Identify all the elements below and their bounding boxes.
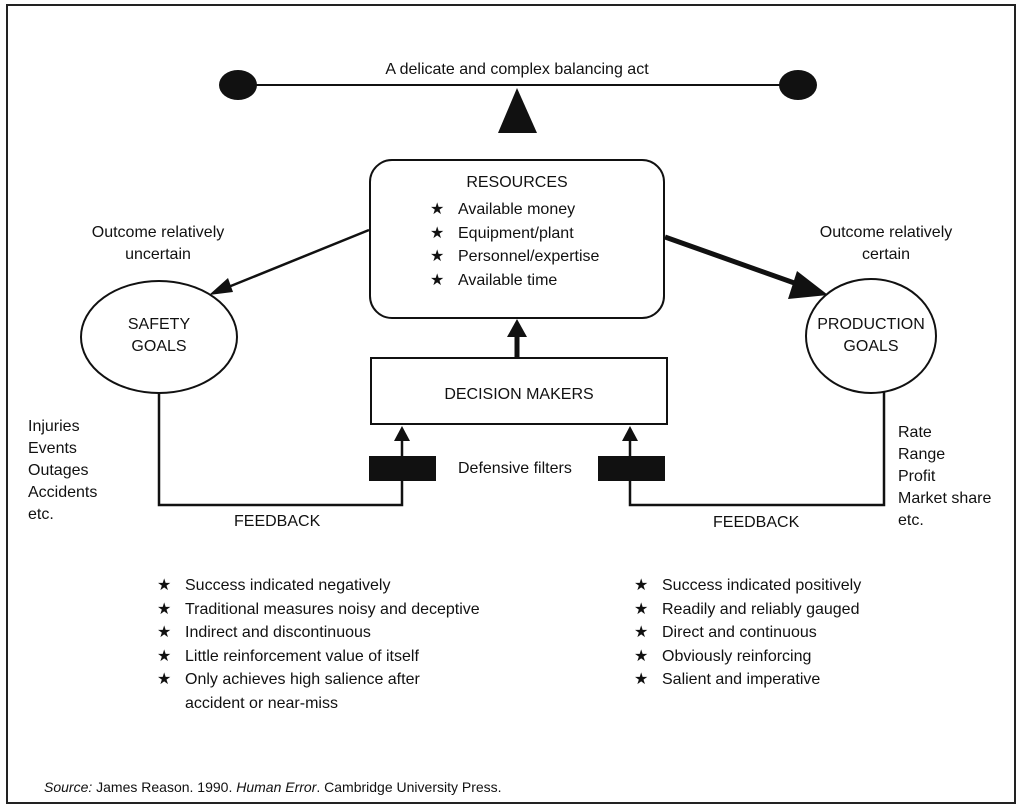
defensive-filters-label: Defensive filters [458,460,572,477]
safety-characteristic: ★Success indicated negatively [157,574,480,598]
star-icon: ★ [634,671,649,688]
production-feedback-loop [628,392,886,507]
source-citation: Source: James Reason. 1990. Human Error.… [44,777,502,797]
resources-title: RESOURCES [466,174,568,191]
arrow-decision-to-resources-head [507,319,527,337]
figure-frame [6,4,1016,804]
arrow-to-safety-head [209,278,233,295]
safety-outcome-label: Outcome relatively uncertain [91,224,225,263]
balance-weight-left [219,70,257,100]
star-icon: ★ [430,248,445,265]
safety-goals-label: SAFETY GOALS [127,316,191,355]
star-icon: ★ [157,577,172,594]
resources-list: ★Available money ★Equipment/plant ★Perso… [430,198,599,292]
star-icon: ★ [634,600,649,618]
arrow-to-safety [215,228,370,294]
defensive-filter-left [369,456,436,481]
production-feedback-label: FEEDBACK [713,514,800,531]
safety-measures: Injuries Events Outages Accidents etc. [28,418,98,523]
safety-characteristic-continuation: accident or near-miss [185,694,338,712]
production-characteristic: ★Obviously reinforcing [634,645,861,669]
star-icon: ★ [157,647,172,665]
star-icon: ★ [157,671,172,688]
safety-characteristic: ★Traditional measures noisy and deceptiv… [157,598,480,622]
source-label: Source: [44,779,93,795]
production-outcome-label: Outcome relatively certain [819,224,953,263]
balance-weight-right [779,70,817,100]
balance-fulcrum [498,88,537,133]
production-feedback-arrowhead [622,426,638,441]
safety-feedback-label: FEEDBACK [234,513,321,530]
balance-title: A delicate and complex balancing act [385,61,649,78]
decision-makers-box [370,357,668,425]
star-icon: ★ [634,577,649,594]
star-icon: ★ [157,600,172,618]
safety-feedback-arrowhead [394,426,410,441]
safety-characteristic: ★Only achieves high salience after [157,668,480,692]
production-goals-ellipse [805,278,937,394]
resources-item: ★Personnel/expertise [430,245,599,269]
source-authors-year: James Reason. 1990. [92,779,237,795]
safety-characteristic: ★Little reinforcement value of itself [157,645,480,669]
resources-box [369,159,665,319]
decision-makers-label: DECISION MAKERS [444,386,594,403]
safety-characteristic: ★Indirect and discontinuous [157,621,480,645]
production-characteristic: ★Salient and imperative [634,668,861,692]
production-characteristic: ★Direct and continuous [634,621,861,645]
defensive-filter-right [598,456,665,481]
production-characteristic: ★Success indicated positively [634,574,861,598]
production-goals-label: PRODUCTION GOALS [817,316,925,355]
star-icon: ★ [430,224,445,242]
safety-feedback-loop [157,393,404,507]
resources-item: ★Equipment/plant [430,222,599,246]
star-icon: ★ [430,201,445,218]
arrow-to-production-head [788,271,828,299]
resources-item: ★Available money [430,198,599,222]
production-characteristics-list: ★Success indicated positively ★Readily a… [634,574,861,692]
star-icon: ★ [157,624,172,641]
star-icon: ★ [634,624,649,641]
source-publisher: . Cambridge University Press. [316,779,502,795]
safety-characteristics-list: ★Success indicated negatively ★Tradition… [157,574,480,715]
arrow-to-production [664,234,801,288]
star-icon: ★ [430,271,445,289]
production-characteristic: ★Readily and reliably gauged [634,598,861,622]
resources-item: ★Available time [430,269,599,293]
production-measures: Rate Range Profit Market share etc. [898,424,992,529]
star-icon: ★ [634,647,649,665]
source-book-title: Human Error [236,779,317,795]
